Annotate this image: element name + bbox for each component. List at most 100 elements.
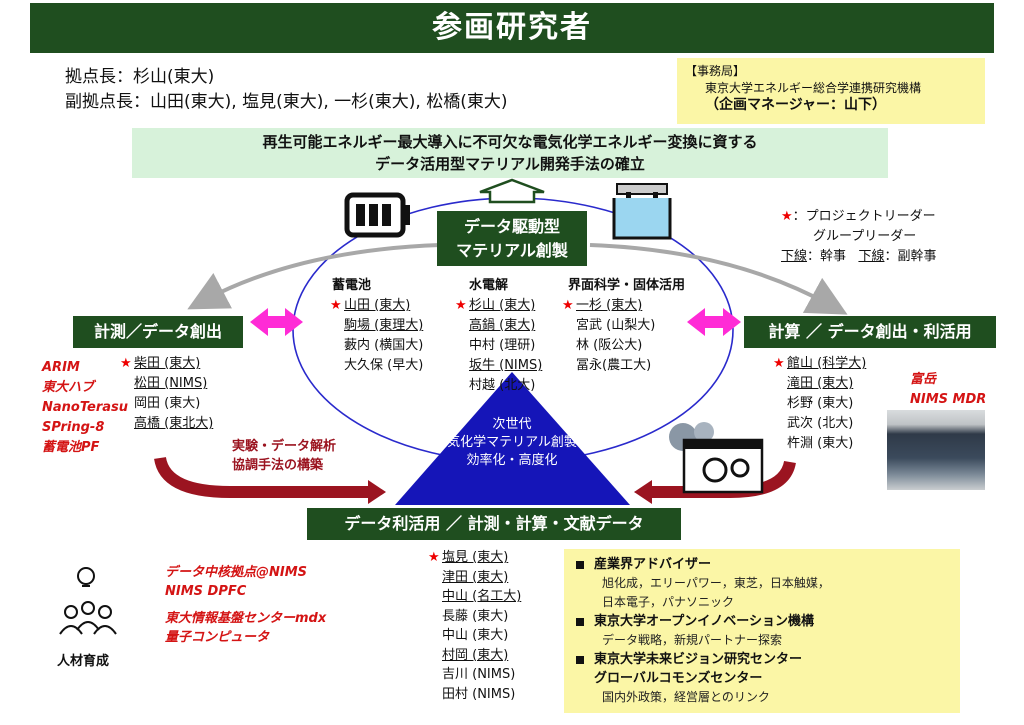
member-row: ★山田 (東大): [330, 296, 423, 316]
member-name: 吉川 (NIMS): [442, 667, 516, 682]
goal-banner: 再生可能エネルギー最大導入に不可欠な電気化学エネルギー変換に資する データ活用型…: [132, 128, 888, 178]
member-list: ★一杉 (東大)宮武 (山梨大) 林 (阪公大) 冨永(農工大): [562, 296, 685, 376]
member-row: 大久保 (早大): [330, 356, 423, 376]
member-row: ★館山 (科学大): [773, 354, 866, 374]
nextgen-label: 次世代 電気化学マテリアル創製の 効率化・高度化: [412, 416, 612, 470]
member-row: 高橋 (東北大): [120, 414, 213, 434]
member-row: 岡田 (東大): [120, 394, 213, 414]
supercomputer-image: [887, 410, 985, 490]
legend-secretary: ：幹事: [807, 249, 847, 264]
facility-item: 富岳: [910, 372, 937, 387]
data-driven-box: データ駆動型 マテリアル創製: [437, 211, 587, 266]
member-name: 林 (阪公大): [576, 338, 643, 353]
member-row: 宮武 (山梨大): [562, 316, 685, 336]
experiment-label: 実験・データ解析 協調手法の構築: [232, 437, 336, 475]
goal-line-2: データ活用型マテリアル開発手法の確立: [375, 155, 645, 173]
goal-line-1: 再生可能エネルギー最大導入に不可欠な電気化学エネルギー変換に資する: [262, 133, 758, 151]
member-row: 吉川 (NIMS): [428, 665, 521, 685]
gray-arrow-left: [187, 243, 441, 310]
nextgen-line-3: 効率化・高度化: [466, 453, 558, 468]
center-lead: 拠点長：杉山(東大): [65, 67, 215, 87]
member-row: 滝田 (東大): [773, 374, 866, 394]
member-row: 駒場 (東理大): [330, 316, 423, 336]
advisor-box: 産業界アドバイザー 旭化成，エリーパワー，東芝，日本触媒， 日本電子，パナソニッ…: [564, 549, 960, 713]
member-name: 杉野 (東大): [787, 396, 854, 411]
data-center-1: データ中核拠点@NIMS: [165, 565, 308, 580]
member-row: ★一杉 (東大): [562, 296, 685, 316]
leader-star: ★: [428, 550, 440, 565]
data-center-3: 東大情報基盤センターmdx: [165, 611, 327, 626]
red-arrow-left-head: [368, 480, 386, 504]
member-name: 松田 (NIMS): [134, 376, 208, 391]
member-list: ★塩見 (東大)津田 (東大)中山 (名工大)長藤 (東大)中山 (東大)村岡 …: [428, 548, 521, 704]
member-name: 藪内 (横国大): [344, 338, 424, 353]
legend-project-leader: ：プロジェクトリーダー: [792, 209, 936, 224]
advisor-open-innovation: 東京大学オープンイノベーション機構: [594, 614, 814, 629]
member-row: 津田 (東大): [428, 568, 521, 588]
leader-star: ★: [773, 356, 785, 371]
member-list: ★山田 (東大) 駒場 (東理大) 藪内 (横国大) 大久保 (早大): [330, 296, 423, 376]
member-name: 大久保 (早大): [344, 358, 424, 373]
leader-star: ★: [455, 298, 467, 313]
page-title: 参画研究者: [30, 3, 994, 53]
advisor-industry-line-1: 旭化成，エリーパワー，東芝，日本触媒，: [602, 576, 830, 590]
beaker-icon: [612, 183, 672, 240]
bullet-square: [576, 560, 584, 569]
computer-gears-icon: [669, 422, 764, 494]
legend-vice-secretary: ：副幹事: [884, 249, 937, 264]
advisor-open-innovation-line: データ戦略，新規パートナー探索: [602, 633, 783, 647]
member-list: ★杉山 (東大)高鍋 (東大)中村 (理研)坂牛 (NIMS)村越 (北大): [455, 296, 542, 396]
facility-item: 東大ハブ: [42, 380, 95, 395]
experiment-line-2: 協調手法の構築: [232, 458, 324, 473]
member-name: 高鍋 (東大): [469, 318, 536, 333]
up-arrow-icon: [479, 178, 545, 204]
people-idea-icon: [59, 567, 117, 635]
member-name: 駒場 (東理大): [344, 318, 424, 333]
member-name: 山田 (東大): [344, 298, 411, 313]
hr-development-label: 人材育成: [57, 654, 110, 669]
facility-item: 蓄電池PF: [42, 440, 100, 455]
advisor-global-commons: グローバルコモンズセンター: [594, 671, 763, 686]
data-center-4: 量子コンピュータ: [165, 630, 270, 645]
member-row: 藪内 (横国大): [330, 336, 423, 356]
member-name: 杵淵 (東大): [787, 436, 854, 451]
bullet-square: [576, 617, 584, 626]
facility-item: NIMS MDR: [910, 392, 987, 407]
member-name: 柴田 (東大): [134, 356, 201, 371]
member-row: 田村 (NIMS): [428, 685, 521, 705]
member-name: 滝田 (東大): [787, 376, 854, 391]
member-row: 杵淵 (東大): [773, 434, 866, 454]
member-name: 冨永(農工大): [576, 358, 652, 373]
advisor-future-vision: 東京大学未来ビジョン研究センター: [594, 652, 803, 667]
measure-box: 計測／データ創出: [73, 316, 243, 348]
member-name: 中村 (理研): [469, 338, 536, 353]
member-row: 中山 (東大): [428, 626, 521, 646]
member-name: 塩見 (東大): [442, 550, 509, 565]
data-driven-line-1: データ駆動型: [463, 217, 560, 236]
member-name: 武次 (北大): [787, 416, 854, 431]
member-row: 坂牛 (NIMS): [455, 356, 542, 376]
member-row: 冨永(農工大): [562, 356, 685, 376]
member-name: 中山 (東大): [442, 628, 509, 643]
nextgen-line-2: 電気化学マテリアル創製の: [434, 435, 590, 450]
deputy-leads: 副拠点長：山田(東大), 塩見(東大), 一杉(東大), 松橋(東大): [65, 92, 508, 112]
compute-box: 計算 ／ データ創出・利活用: [744, 316, 996, 348]
legend: ★：プロジェクトリーダー グループリーダー 下線：幹事 下線：副幹事: [781, 207, 936, 267]
nextgen-line-1: 次世代: [492, 417, 532, 432]
member-name: 杉山 (東大): [469, 298, 536, 313]
group-interface: 界面科学・固体活用 ★一杉 (東大)宮武 (山梨大) 林 (阪公大) 冨永(農工大): [562, 276, 685, 376]
member-name: 館山 (科学大): [787, 356, 867, 371]
data-driven-line-2: マテリアル創製: [456, 241, 568, 260]
group-battery: 蓄電池 ★山田 (東大)駒場 (東理大)藪内 (横国大)大久保 (早大): [330, 276, 423, 376]
group-interface-title: 界面科学・固体活用: [568, 278, 686, 293]
data-center-2: NIMS DPFC: [165, 584, 247, 599]
office-box: 【事務局】 東京大学エネルギー総合学連携研究機構 （企画マネージャー：山下）: [677, 58, 985, 124]
leader-star: ★: [562, 298, 574, 313]
legend-underline-2: 下線: [858, 249, 885, 264]
member-row: ★柴田 (東大): [120, 354, 213, 374]
member-name: 中山 (名工大): [442, 589, 522, 604]
legend-group-leader: グループリーダー: [813, 229, 917, 244]
member-row: 村岡 (東大): [428, 646, 521, 666]
